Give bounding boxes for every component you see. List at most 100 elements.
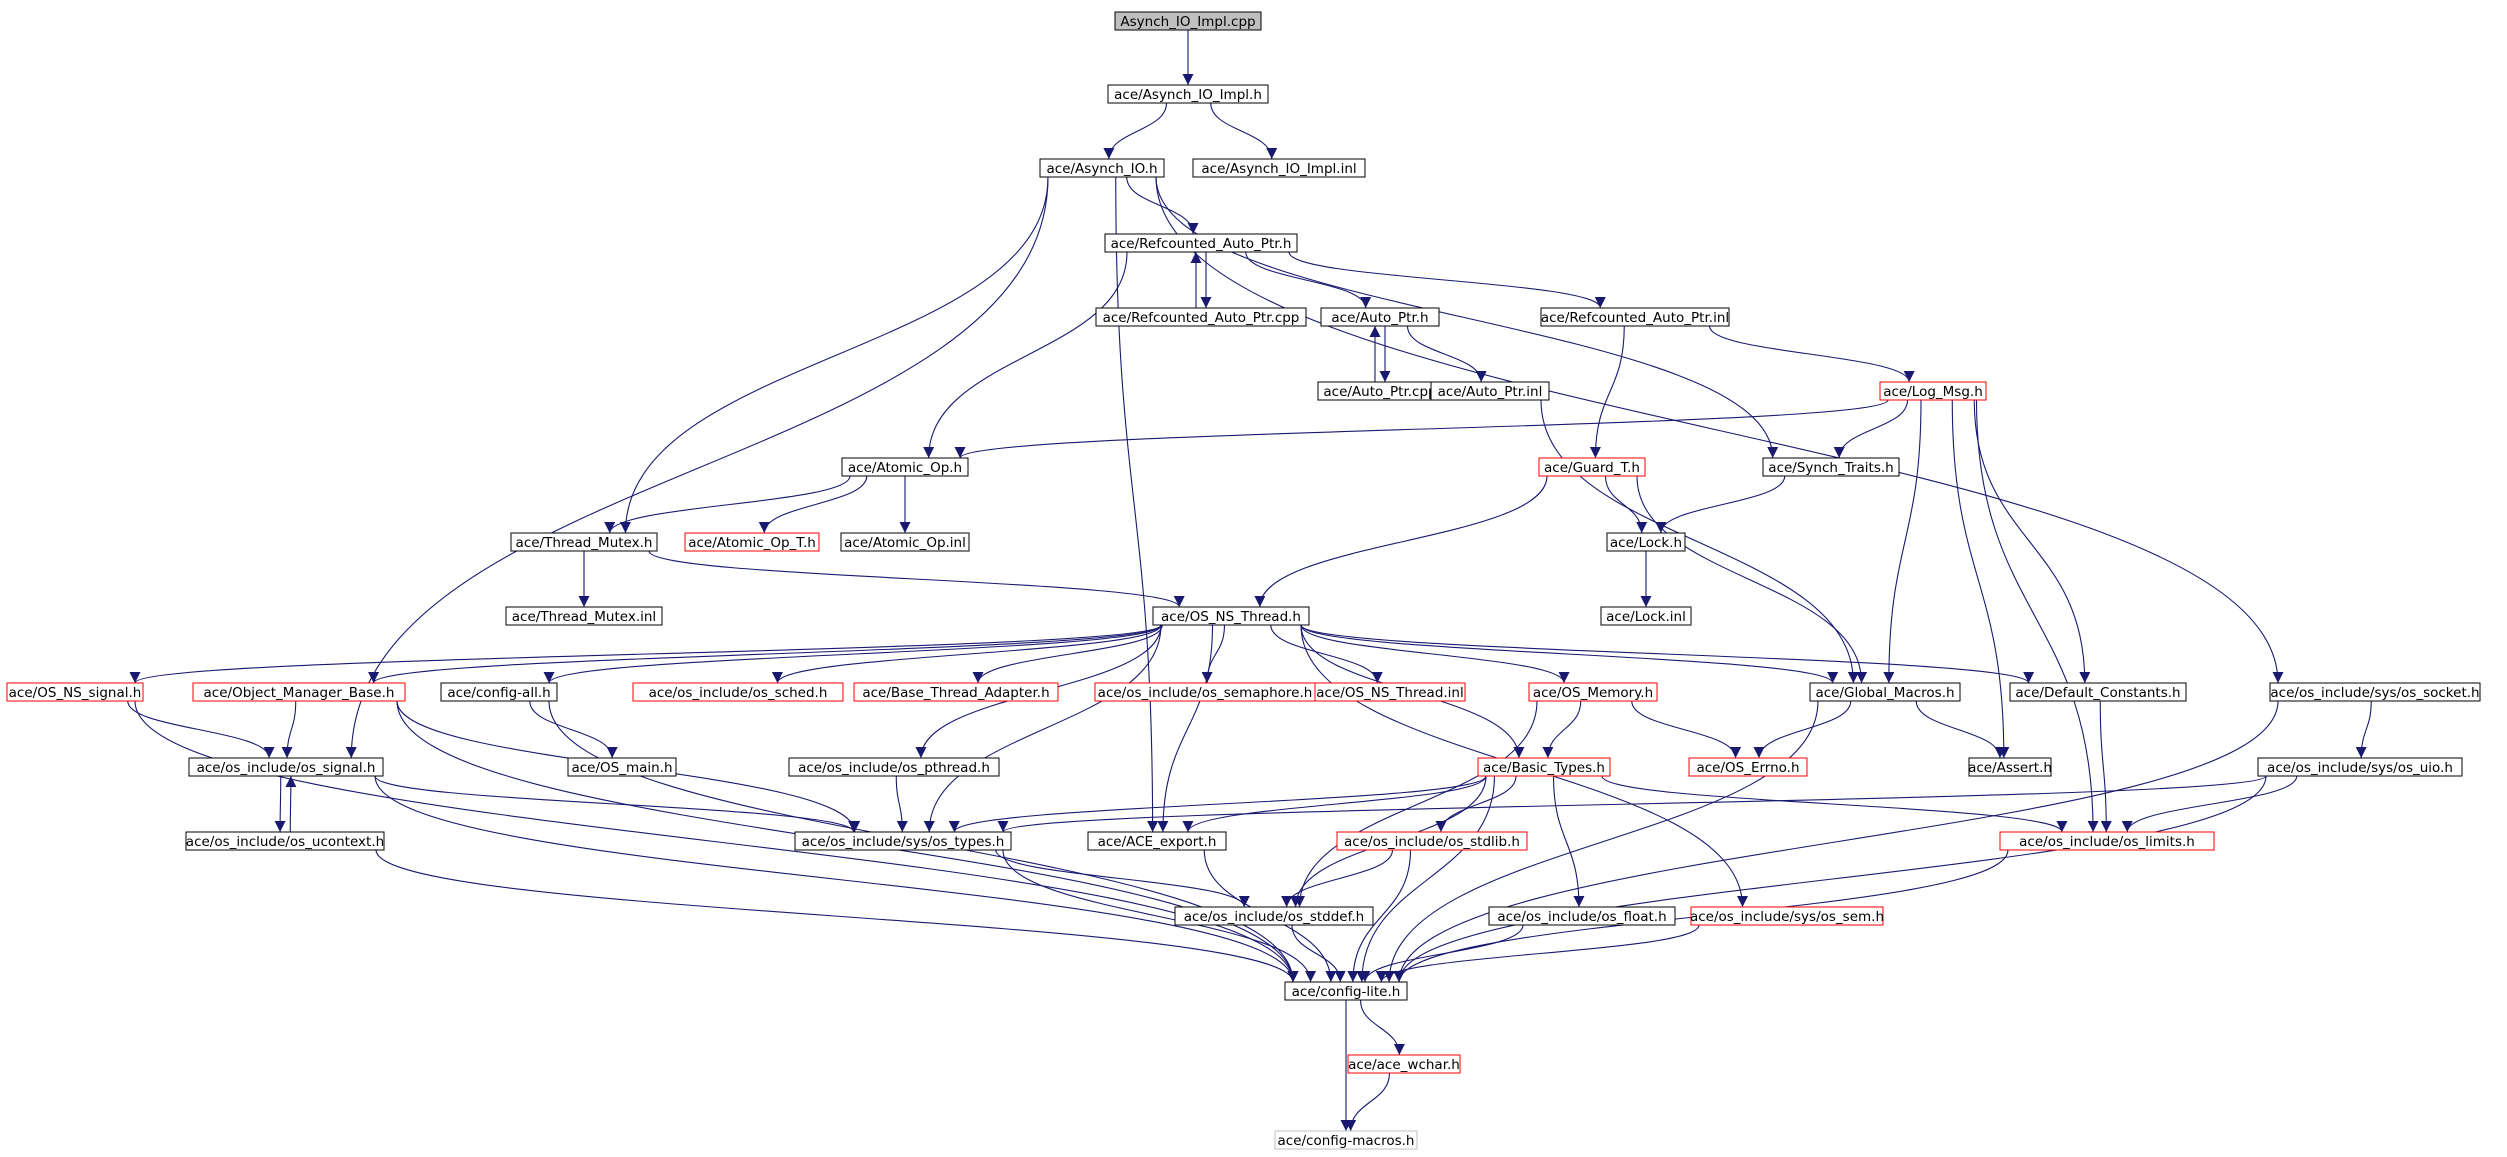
node-ace-export[interactable]: ace/ACE_export.h bbox=[1087, 831, 1227, 851]
node-os-signal[interactable]: ace/os_include/os_signal.h bbox=[188, 757, 384, 777]
node-assert-h[interactable]: ace/Assert.h bbox=[1968, 757, 2052, 777]
node-box[interactable] bbox=[185, 831, 385, 851]
node-box[interactable] bbox=[1320, 307, 1440, 327]
node-os-memory[interactable]: ace/OS_Memory.h bbox=[1528, 682, 1658, 702]
node-os-float[interactable]: ace/os_include/os_float.h bbox=[1488, 906, 1676, 926]
node-os-stdlib[interactable]: ace/os_include/os_stdlib.h bbox=[1336, 831, 1528, 851]
node-log-msg[interactable]: ace/Log_Msg.h bbox=[1879, 381, 1987, 401]
node-box[interactable] bbox=[1095, 307, 1307, 327]
node-box[interactable] bbox=[1284, 981, 1408, 1001]
node-box[interactable] bbox=[1087, 831, 1227, 851]
node-atomic-h[interactable]: ace/Atomic_Op.h bbox=[841, 457, 969, 477]
node-os-stddef[interactable]: ace/os_include/os_stddef.h bbox=[1174, 906, 1374, 926]
node-box[interactable] bbox=[1174, 906, 1374, 926]
node-os-ns-signal[interactable]: ace/OS_NS_signal.h bbox=[6, 682, 144, 702]
node-os-ucontext[interactable]: ace/os_include/os_ucontext.h bbox=[185, 831, 385, 851]
node-box[interactable] bbox=[1999, 831, 2215, 851]
node-box[interactable] bbox=[1762, 457, 1900, 477]
node-box[interactable] bbox=[1336, 831, 1528, 851]
node-ace-wchar[interactable]: ace/ace_wchar.h bbox=[1347, 1054, 1461, 1074]
node-box[interactable] bbox=[567, 757, 677, 777]
node-os-main[interactable]: ace/OS_main.h bbox=[567, 757, 677, 777]
edge-os_ns_thread-to-os_semaphore bbox=[1201, 624, 1226, 684]
node-box[interactable] bbox=[1606, 532, 1686, 552]
node-box[interactable] bbox=[6, 682, 144, 702]
node-atomic-inl[interactable]: ace/Atomic_Op.inl bbox=[840, 532, 970, 552]
node-impl-h[interactable]: ace/Asynch_IO_Impl.h bbox=[1107, 84, 1269, 104]
node-box[interactable] bbox=[1540, 307, 1730, 327]
node-box[interactable] bbox=[1274, 1130, 1418, 1150]
node-box[interactable] bbox=[684, 532, 820, 552]
node-box[interactable] bbox=[1347, 1054, 1461, 1074]
node-refc-h[interactable]: ace/Refcounted_Auto_Ptr.h bbox=[1104, 233, 1298, 253]
node-box[interactable] bbox=[1430, 381, 1550, 401]
node-box[interactable] bbox=[1879, 381, 1987, 401]
node-box[interactable] bbox=[1039, 158, 1165, 178]
node-box[interactable] bbox=[1688, 757, 1808, 777]
node-thread-mutex[interactable]: ace/Thread_Mutex.h bbox=[510, 532, 658, 552]
node-lock-inl[interactable]: ace/Lock.inl bbox=[1600, 606, 1692, 626]
node-default-const[interactable]: ace/Default_Constants.h bbox=[2009, 682, 2187, 702]
node-box[interactable] bbox=[2009, 682, 2187, 702]
node-box[interactable] bbox=[188, 757, 384, 777]
node-os-sem[interactable]: ace/os_include/sys/os_sem.h bbox=[1690, 906, 1884, 926]
node-os-ns-thread-inl[interactable]: ace/OS_NS_Thread.inl bbox=[1314, 682, 1466, 702]
node-box[interactable] bbox=[1690, 906, 1884, 926]
node-obj-mgr[interactable]: ace/Object_Manager_Base.h bbox=[192, 682, 406, 702]
node-os-semaphore[interactable]: ace/os_include/os_semaphore.h bbox=[1094, 682, 1316, 702]
node-box[interactable] bbox=[1600, 606, 1692, 626]
node-box[interactable] bbox=[505, 606, 663, 626]
edge-atomic_h-to-thread_mutex bbox=[604, 475, 851, 534]
node-box[interactable] bbox=[1152, 606, 1310, 626]
node-os-types[interactable]: ace/os_include/sys/os_types.h bbox=[794, 831, 1012, 851]
node-box[interactable] bbox=[510, 532, 658, 552]
node-box[interactable] bbox=[840, 532, 970, 552]
node-box[interactable] bbox=[1192, 158, 1366, 178]
node-refc-inl[interactable]: ace/Refcounted_Auto_Ptr.inl bbox=[1540, 307, 1730, 327]
node-os-limits[interactable]: ace/os_include/os_limits.h bbox=[1999, 831, 2215, 851]
node-box[interactable] bbox=[1104, 233, 1298, 253]
node-auto-h[interactable]: ace/Auto_Ptr.h bbox=[1320, 307, 1440, 327]
node-os-socket[interactable]: ace/os_include/sys/os_socket.h bbox=[2269, 682, 2481, 702]
node-box[interactable] bbox=[1528, 682, 1658, 702]
node-box[interactable] bbox=[192, 682, 406, 702]
node-box[interactable] bbox=[2257, 757, 2463, 777]
node-box[interactable] bbox=[1968, 757, 2052, 777]
node-global-macros[interactable]: ace/Global_Macros.h bbox=[1809, 682, 1961, 702]
node-os-pthread[interactable]: ace/os_include/os_pthread.h bbox=[788, 757, 1000, 777]
node-synch-traits[interactable]: ace/Synch_Traits.h bbox=[1762, 457, 1900, 477]
node-box[interactable] bbox=[1314, 682, 1466, 702]
node-auto-cpp[interactable]: ace/Auto_Ptr.cpp bbox=[1317, 381, 1443, 401]
node-os-ns-thread[interactable]: ace/OS_NS_Thread.h bbox=[1152, 606, 1310, 626]
node-atomic-t[interactable]: ace/Atomic_Op_T.h bbox=[684, 532, 820, 552]
node-config-lite[interactable]: ace/config-lite.h bbox=[1284, 981, 1408, 1001]
node-box[interactable] bbox=[632, 682, 844, 702]
node-box[interactable] bbox=[1538, 457, 1646, 477]
node-box[interactable] bbox=[794, 831, 1012, 851]
node-box[interactable] bbox=[1809, 682, 1961, 702]
node-box[interactable] bbox=[841, 457, 969, 477]
node-box[interactable] bbox=[1107, 84, 1269, 104]
node-base-thread[interactable]: ace/Base_Thread_Adapter.h bbox=[853, 682, 1059, 702]
node-lock-h[interactable]: ace/Lock.h bbox=[1606, 532, 1686, 552]
node-refc-cpp[interactable]: ace/Refcounted_Auto_Ptr.cpp bbox=[1095, 307, 1307, 327]
node-box[interactable] bbox=[440, 682, 558, 702]
node-box[interactable] bbox=[1488, 906, 1676, 926]
node-guard-t[interactable]: ace/Guard_T.h bbox=[1538, 457, 1646, 477]
node-asynch-io-h[interactable]: ace/Asynch_IO.h bbox=[1039, 158, 1165, 178]
node-config-all[interactable]: ace/config-all.h bbox=[440, 682, 558, 702]
node-os-uio[interactable]: ace/os_include/sys/os_uio.h bbox=[2257, 757, 2463, 777]
node-box[interactable] bbox=[853, 682, 1059, 702]
node-basic-types[interactable]: ace/Basic_Types.h bbox=[1477, 757, 1611, 777]
node-config-macros[interactable]: ace/config-macros.h bbox=[1274, 1130, 1418, 1150]
node-os-sched[interactable]: ace/os_include/os_sched.h bbox=[632, 682, 844, 702]
node-auto-inl[interactable]: ace/Auto_Ptr.inl bbox=[1430, 381, 1550, 401]
node-box[interactable] bbox=[1477, 757, 1611, 777]
node-os-errno[interactable]: ace/OS_Errno.h bbox=[1688, 757, 1808, 777]
node-impl-inl[interactable]: ace/Asynch_IO_Impl.inl bbox=[1192, 158, 1366, 178]
node-box[interactable] bbox=[1114, 11, 1262, 31]
node-box[interactable] bbox=[2269, 682, 2481, 702]
node-root[interactable]: Asynch_IO_Impl.cpp bbox=[1114, 11, 1262, 31]
node-thread-mutex-inl[interactable]: ace/Thread_Mutex.inl bbox=[505, 606, 663, 626]
node-box[interactable] bbox=[788, 757, 1000, 777]
